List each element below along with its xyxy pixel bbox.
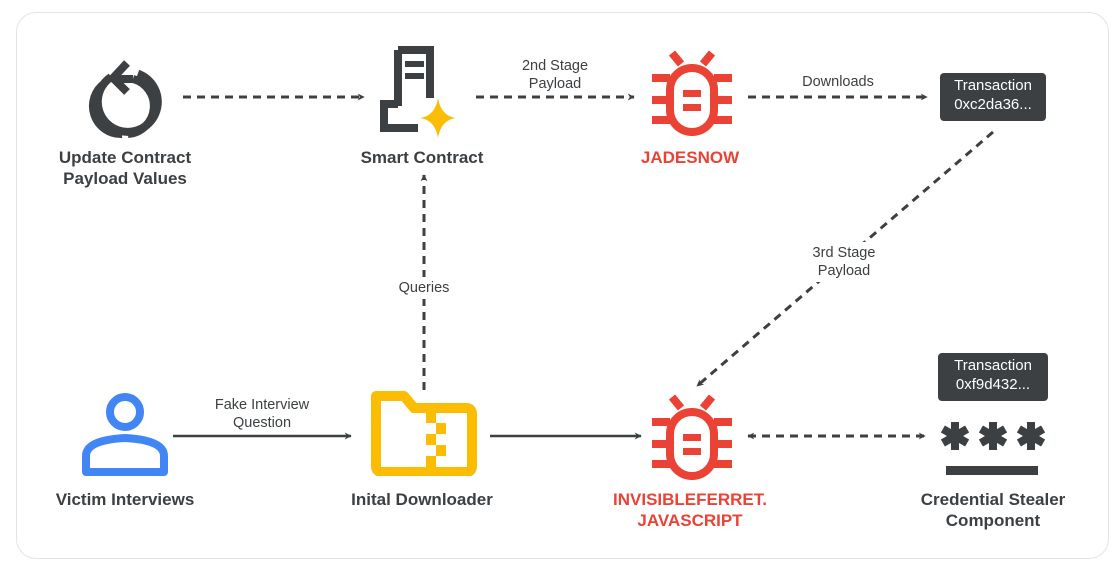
- diagram-frame: [16, 12, 1109, 559]
- edge-label-queries: Queries: [396, 277, 452, 299]
- person-icon: [82, 393, 168, 476]
- edge-label-fake-interview: Fake Interview Question: [215, 396, 309, 432]
- edge-label-downloads: Downloads: [802, 74, 874, 90]
- credential-stealer-label-line2: Component: [945, 511, 1041, 530]
- transaction-2-line2: 0xf9d432...: [955, 376, 1031, 393]
- bug-icon: [652, 50, 732, 136]
- transaction-1-line1: Transaction: [954, 77, 1032, 94]
- invisibleferret-label: INVISIBLEFERRET. JAVASCRIPT: [613, 489, 767, 531]
- transaction-box-1: Transaction 0xc2da36...: [940, 73, 1046, 121]
- jadesnow-label: JADESNOW: [640, 148, 740, 167]
- refresh-icon: [88, 60, 162, 138]
- password-icon: [940, 422, 1046, 475]
- edge-label-3rd-stage: 3rd Stage Payload: [808, 242, 880, 282]
- edge-label-fake-interview-line1: Fake Interview: [214, 397, 310, 413]
- bug-icon: [652, 394, 732, 480]
- edge-label-3rd-stage-line1: 3rd Stage: [812, 245, 876, 261]
- edge-label-2nd-stage: 2nd Stage Payload: [522, 57, 588, 93]
- edge-transaction-to-ferret: [696, 130, 994, 388]
- credential-stealer-label-line1: Credential Stealer: [920, 490, 1066, 509]
- credential-stealer-label: Credential Stealer Component: [921, 489, 1066, 531]
- smart-contract-label: Smart Contract: [360, 148, 484, 167]
- contract-sparkle-icon: [380, 46, 456, 138]
- edge-label-2nd-stage-line2: Payload: [528, 76, 582, 92]
- edge-label-2nd-stage-line1: 2nd Stage: [521, 58, 589, 74]
- edge-label-3rd-stage-line2: Payload: [817, 263, 871, 279]
- transaction-2-line1: Transaction: [954, 357, 1032, 374]
- zip-folder-icon: [371, 391, 477, 476]
- invisibleferret-label-line1: INVISIBLEFERRET.: [613, 490, 767, 509]
- update-contract-label-line1: Update Contract: [58, 148, 192, 167]
- victim-label: Victim Interviews: [55, 490, 195, 509]
- invisibleferret-label-line2: JAVASCRIPT: [637, 511, 743, 530]
- initial-downloader-label: Inital Downloader: [351, 490, 493, 509]
- transaction-box-2: Transaction 0xf9d432...: [938, 353, 1048, 401]
- update-contract-label-line2: Payload Values: [63, 169, 187, 188]
- transaction-1-line2: 0xc2da36...: [954, 96, 1032, 113]
- update-contract-label: Update Contract Payload Values: [59, 147, 191, 189]
- edge-label-fake-interview-line2: Question: [232, 415, 292, 431]
